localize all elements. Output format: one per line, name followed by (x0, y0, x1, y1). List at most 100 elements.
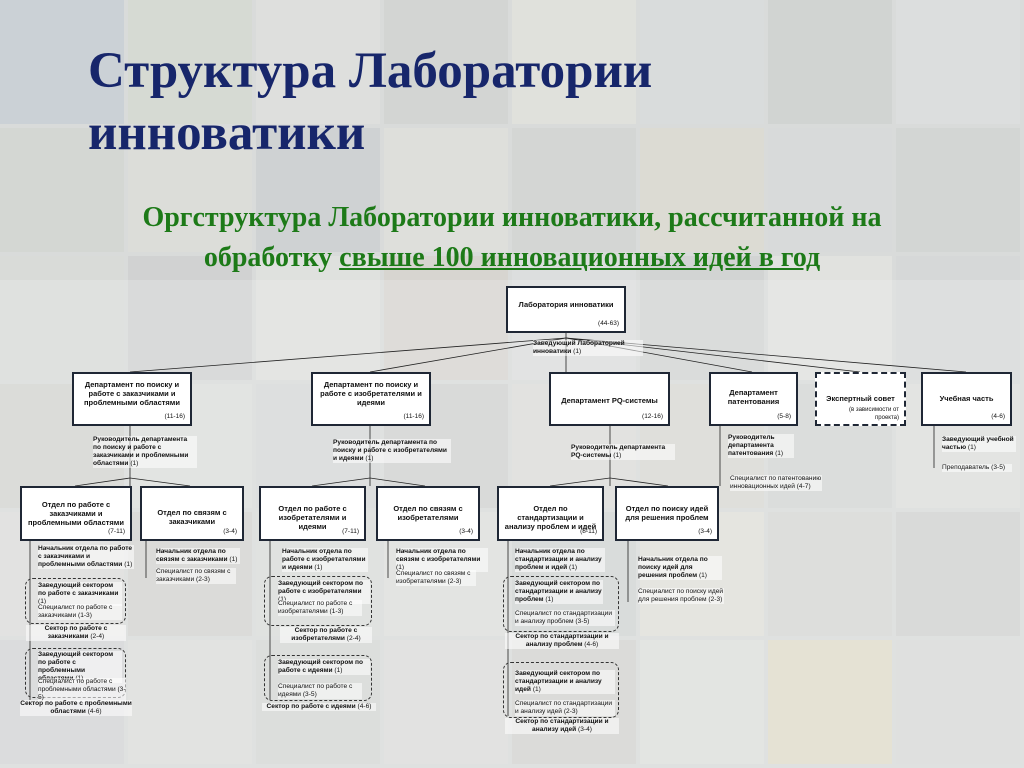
sector-head-label: Заведующий сектором по работе с заказчик… (38, 582, 119, 597)
sector-name-count: (4-6) (357, 703, 372, 710)
connector (129, 337, 567, 373)
division-head-label: Начальник отдела по стандартизации и ана… (515, 548, 602, 571)
connector (74, 477, 131, 487)
division-head-customers: Начальник отдела по работе с заказчиками… (38, 545, 134, 569)
dept-node-expert-council: Экспертный совет (в зависимости от проек… (815, 372, 906, 426)
node-code: (7-11) (342, 528, 359, 535)
node-code: (8-11) (580, 528, 597, 535)
dept-node-patents: Департамент патентования (5-8) (709, 372, 798, 426)
specialist-label: Специалист по связям с изобретателями (396, 570, 471, 585)
division-specialist: Специалист по поиску идей для решения пр… (638, 588, 724, 604)
subtitle-prefix: обработку (203, 242, 340, 273)
connector (129, 477, 191, 487)
division-head-label: Начальник отдела по связям с заказчиками (156, 548, 228, 563)
specialist-label: Специалист по поиску идей для решения пр… (638, 588, 724, 603)
org-node-root: Лаборатория инноватики (44-63) (506, 286, 626, 333)
sector-head: Заведующий сектором по стандартизации и … (515, 670, 615, 694)
dept-node-inventors: Департамент по поиску и работе с изобрет… (311, 372, 431, 426)
sector-name-count: (4-6) (584, 641, 599, 648)
sector-specialist: Специалист по работе с заказчиками (1-3) (38, 604, 122, 620)
division-node-customers: Отдел по работе с заказчиками и проблемн… (20, 486, 132, 541)
division-head-label: Начальник отдела по работе с заказчиками… (38, 545, 133, 568)
staff-count: (4-7) (796, 483, 811, 490)
sector-specialist: Специалист по работе с идеями (3-5) (278, 683, 362, 699)
sector-name-label: Сектор по работе с проблемными областями (20, 700, 132, 715)
dept-head-label: Руководитель департамента PQ-системы (571, 444, 666, 459)
dept-head-label: Заведующий учебной частью (942, 436, 1014, 451)
dept-head-count: (1) (967, 444, 976, 451)
lab-head-count: (1) (573, 348, 582, 355)
node-label: Отдел по поиску идей для решения проблем (625, 504, 709, 522)
node-label: Департамент по поиску и работе с изобрет… (320, 380, 422, 407)
division-head-inventor-relations: Начальник отдела по связям с изобретател… (396, 548, 488, 572)
specialist-label: Специалист по связям с заказчиками (156, 568, 231, 583)
connector (369, 477, 426, 487)
sector-name: Сектор по стандартизации и анализу идей … (505, 718, 619, 734)
dept-head-count: (1) (130, 460, 139, 467)
sector-specialist: Специалист по стандартизации и анализу п… (515, 610, 615, 626)
subtitle-emphasis: свыше 100 инновационных идей в год (339, 242, 821, 273)
node-code: (4-6) (991, 413, 1005, 420)
division-head-label: Начальник отдела по работе с изобретател… (282, 548, 366, 571)
sector-specialist: Специалист по работе с проблемными облас… (38, 678, 126, 702)
dept-node-pq: Департамент PQ-системы (12-16) (549, 372, 670, 426)
node-code: (3-4) (698, 528, 712, 535)
specialist-label: Специалист по работе с проблемными облас… (38, 678, 116, 693)
sector-name-count: (4-6) (87, 708, 102, 715)
node-label: Отдел по связям с заказчиками (157, 508, 227, 526)
dept-head-count: (1) (365, 455, 374, 462)
sector-name-label: Сектор по работе с изобретателями (291, 627, 358, 642)
sector-problem-standardization (503, 576, 619, 632)
division-specialist: Специалист по связям с заказчиками (2-3) (156, 568, 236, 584)
sector-name-count: (2-4) (346, 635, 361, 642)
sector-name: Сектор по стандартизации и анализу пробл… (505, 633, 619, 649)
division-node-standardization: Отдел по стандартизации и анализу пробле… (497, 486, 604, 541)
specialist-count: (1-3) (78, 612, 92, 619)
specialist-label: Специалист по стандартизации и анализу и… (515, 700, 613, 715)
sector-inventors (264, 576, 372, 626)
dept-head-education: Заведующий учебной частью (1) (942, 436, 1016, 452)
sector-name-count: (3-4) (578, 726, 592, 733)
division-specialist: Специалист по связям с изобретателями (2… (396, 570, 476, 586)
sector-head-count: (1) (38, 598, 47, 605)
staff-label: Преподаватель (942, 464, 990, 471)
sector-head-count: (1) (334, 667, 343, 674)
subtitle-line-2: обработку свыше 100 инновационных идей в… (40, 238, 984, 278)
title-line-2: инноватики (88, 105, 366, 161)
dept-head-label: Руководитель департамента патентования (728, 434, 775, 457)
sector-ideas (264, 655, 372, 701)
sector-name: Сектор по работе с изобретателями (2-4) (280, 627, 372, 643)
sector-name-label: Сектор по работе с идеями (266, 703, 356, 710)
sector-idea-standardization (503, 662, 619, 718)
sector-name-label: Сектор по стандартизации и анализу пробл… (515, 633, 609, 648)
sector-name-label: Сектор по работе с заказчиками (44, 625, 108, 640)
node-label: Департамент по поиску и работе с заказчи… (84, 380, 180, 407)
division-node-inventors: Отдел по работе с изобретателями и идеям… (259, 486, 366, 541)
patent-specialist: Специалист по патентованию инновационных… (730, 475, 822, 491)
division-head-count: (1) (698, 572, 707, 579)
division-head-count: (1) (229, 556, 238, 563)
node-code: (44-63) (598, 320, 619, 327)
node-label: Экспертный совет (826, 394, 895, 403)
division-head-count: (1) (396, 564, 405, 571)
node-label: Отдел по работе с заказчиками и проблемн… (28, 500, 124, 527)
node-code: (11-16) (403, 413, 424, 420)
dept-node-education: Учебная часть (4-6) (921, 372, 1012, 426)
dept-head-pq: Руководитель департамента PQ-системы (1) (571, 444, 675, 460)
division-head-standardization: Начальник отдела по стандартизации и ана… (515, 548, 605, 572)
connector (311, 477, 371, 487)
node-label: Учебная часть (939, 394, 994, 403)
staff-label: Специалист по патентованию инновационных… (730, 475, 822, 490)
node-note: (в зависимости от проекта) (848, 407, 899, 421)
sector-head-label: Заведующий сектором по работе с изобрета… (278, 580, 363, 595)
subtitle-line-1: Оргструктура Лаборатории инноватики, рас… (142, 202, 882, 233)
specialist-count: (2-3) (563, 708, 578, 715)
division-node-idea-search: Отдел по поиску идей для решения проблем… (615, 486, 719, 541)
dept-node-customers: Департамент по поиску и работе с заказчи… (72, 372, 192, 426)
sector-specialist: Специалист по стандартизации и анализу и… (515, 700, 615, 716)
sector-head-count: (1) (278, 596, 286, 603)
sector-name: Сектор по работе с идеями (4-6) (262, 703, 376, 711)
specialist-label: Специалист по работе с идеями (278, 683, 353, 698)
division-node-inventor-relations: Отдел по связям с изобретателями (3-4) (376, 486, 480, 541)
division-node-customer-relations: Отдел по связям с заказчиками (3-4) (140, 486, 244, 541)
